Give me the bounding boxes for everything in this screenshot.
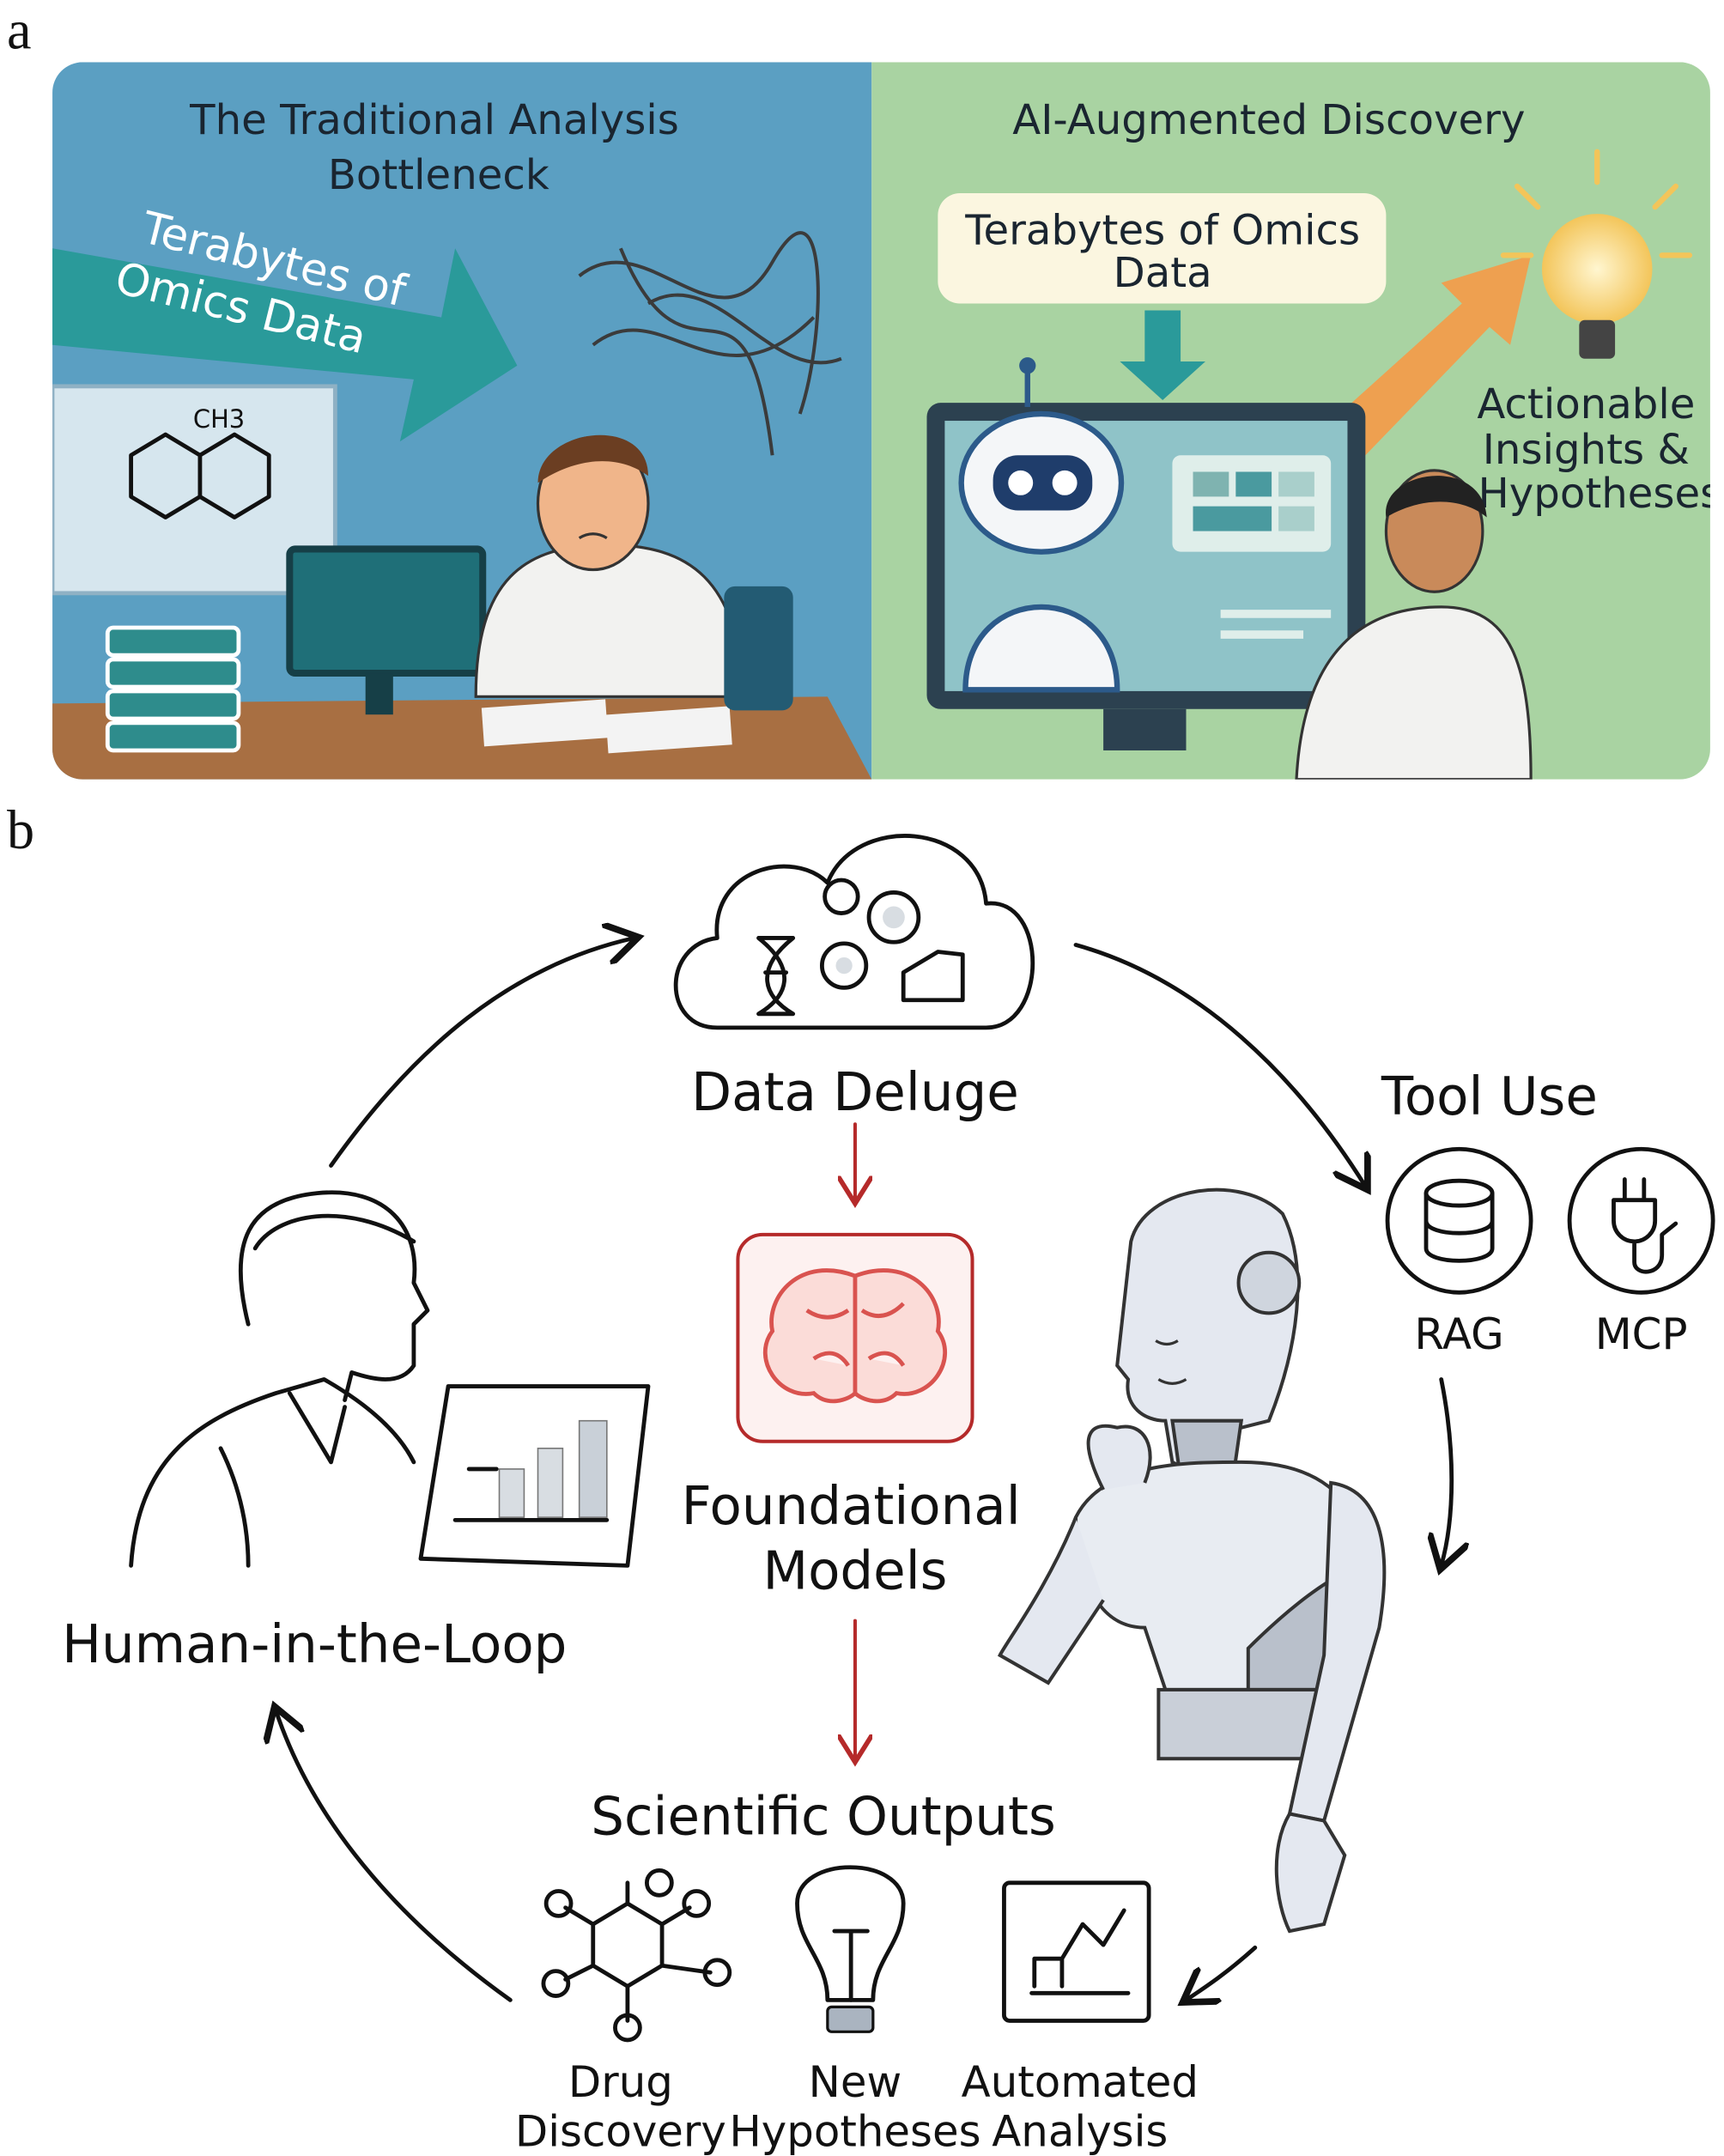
data-box-line1: Terabytes of Omics xyxy=(964,206,1360,254)
robot-figure xyxy=(997,1187,1387,1934)
analysis-chart-icon xyxy=(1002,1880,1151,2023)
data-cloud-icon xyxy=(673,834,1035,1030)
cycle-arrow-tools-down xyxy=(1442,1377,1452,1565)
database-icon xyxy=(1385,1146,1533,1295)
output-3-line2: Analysis xyxy=(992,2107,1168,2156)
data-box xyxy=(938,192,1387,304)
left-title-line1: The Traditional Analysis xyxy=(189,96,679,144)
insight-line1: Actionable xyxy=(1477,380,1695,428)
cycle-arrow-outputs-to-human xyxy=(276,1710,513,2002)
stressed-scientist xyxy=(474,434,793,711)
output-3-line1: Automated xyxy=(962,2057,1199,2107)
panel-a-label: a xyxy=(7,0,32,60)
tangled-data-icon xyxy=(578,231,842,456)
brain-icon xyxy=(736,1232,974,1443)
down-arrow xyxy=(1120,310,1205,400)
cycle-arrow-robot-to-outputs xyxy=(1187,1945,1258,2000)
human-in-the-loop-label: Human-in-the-Loop xyxy=(62,1614,567,1675)
chart-card xyxy=(1172,455,1332,639)
cycle-arrow-human-to-data xyxy=(329,938,634,1168)
lightbulb-icon xyxy=(1500,149,1693,359)
output-2-line1: New xyxy=(809,2057,902,2107)
happy-scientist xyxy=(1295,469,1533,780)
foundational-line2: Models xyxy=(762,1541,947,1602)
paper xyxy=(481,699,609,747)
panel-b-label: b xyxy=(7,799,34,860)
bar-chart-tablet-icon xyxy=(418,1384,651,1568)
insight-line3: Hypotheses xyxy=(1478,470,1722,518)
insight-line2: Insights & xyxy=(1483,426,1690,474)
insight-arrow xyxy=(1324,255,1532,456)
mcp-label: MCP xyxy=(1595,1309,1688,1359)
molecule-label: CH3 xyxy=(193,404,245,434)
panel-a: CH3 Terabytes of Omics Data xyxy=(52,62,1722,780)
data-deluge-label: Data Deluge xyxy=(691,1062,1019,1123)
output-1-line2: Discovery xyxy=(515,2107,726,2156)
data-arrow xyxy=(52,248,518,442)
plug-icon xyxy=(1567,1146,1715,1295)
scientific-outputs-label: Scientific Outputs xyxy=(591,1787,1056,1848)
output-2-line2: Hypotheses xyxy=(729,2107,980,2156)
old-monitor xyxy=(286,545,487,677)
rag-label: RAG xyxy=(1414,1309,1503,1359)
molecule-icon xyxy=(129,432,271,519)
foundational-line1: Foundational xyxy=(682,1476,1021,1537)
cycle-arrow-data-to-tools xyxy=(1073,943,1365,1186)
robot-avatar xyxy=(958,357,1125,693)
data-box-line2: Data xyxy=(1114,249,1212,297)
left-title-line2: Bottleneck xyxy=(328,151,549,199)
output-1-line1: Drug xyxy=(568,2057,673,2107)
tool-use-label: Tool Use xyxy=(1381,1066,1598,1127)
book-stack xyxy=(105,625,241,753)
human-figure xyxy=(129,1190,651,1568)
right-title: AI-Augmented Discovery xyxy=(1012,96,1525,144)
lightbulb-outline-icon xyxy=(795,1865,906,2033)
molecule-network-icon xyxy=(541,1868,732,2043)
